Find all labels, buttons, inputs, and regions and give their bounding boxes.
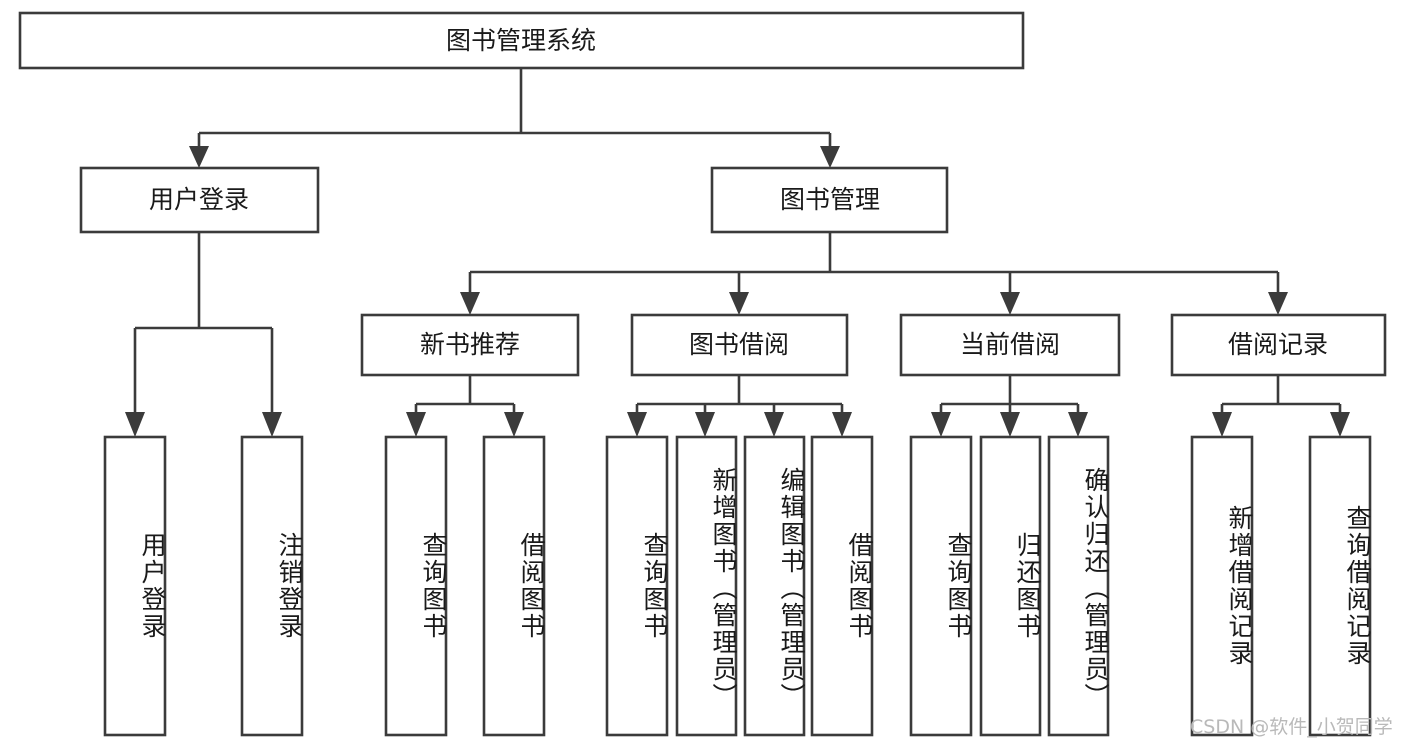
arrow-head-book-borrow-leaf-2 bbox=[764, 412, 784, 437]
node-book-borrow-label: 图书借阅 bbox=[689, 330, 789, 359]
node-new-book-recommend-box[interactable] bbox=[360, 313, 580, 377]
leaf-box-borrow-record-1[interactable] bbox=[1308, 435, 1372, 737]
leaf-box-book-borrow-1[interactable] bbox=[675, 435, 738, 737]
leaf-group-book-borrow bbox=[605, 435, 874, 737]
arrow-head-current-borrow-leaf-0 bbox=[931, 412, 951, 437]
node-borrow-record-box[interactable] bbox=[1170, 313, 1387, 377]
node-book-borrow[interactable]: 图书借阅 bbox=[630, 313, 849, 377]
leaf-box-current-borrow-2[interactable] bbox=[1047, 435, 1110, 737]
arrow-head-borrow-record bbox=[1268, 292, 1288, 315]
leaf-box-book-borrow-0[interactable] bbox=[605, 435, 669, 737]
leaf-group-current-borrow bbox=[909, 435, 1110, 737]
node-book-management-box[interactable] bbox=[710, 166, 949, 234]
arrow-head-current-borrow-leaf-1 bbox=[1000, 412, 1020, 437]
node-current-borrow-label: 当前借阅 bbox=[960, 330, 1060, 359]
connector-group-borrow-record bbox=[1212, 375, 1350, 437]
arrow-head-user-login bbox=[189, 146, 209, 168]
node-root-system-label: 图书管理系统 bbox=[446, 26, 596, 55]
node-new-book-recommend-label: 新书推荐 bbox=[420, 330, 520, 359]
leaf-group-borrow-record bbox=[1190, 435, 1372, 737]
node-user-login-label: 用户登录 bbox=[149, 185, 249, 214]
arrow-head-new-book-recommend bbox=[460, 292, 480, 315]
arrow-head-new-book-leaf-0 bbox=[406, 412, 426, 437]
arrow-head-current-borrow-leaf-2 bbox=[1068, 412, 1088, 437]
leaf-box-current-borrow-0[interactable] bbox=[909, 435, 973, 737]
node-new-book-recommend[interactable]: 新书推荐 bbox=[360, 313, 580, 377]
arrow-head-book-borrow bbox=[729, 292, 749, 315]
leaf-group-new-book-recommend bbox=[384, 435, 546, 737]
node-book-management[interactable]: 图书管理 bbox=[710, 166, 949, 234]
arrow-head-borrow-record-leaf-1 bbox=[1330, 412, 1350, 437]
leaf-box-new-book-1[interactable] bbox=[482, 435, 546, 737]
node-user-login-box[interactable] bbox=[79, 166, 320, 234]
node-root-system[interactable]: 图书管理系统 bbox=[18, 11, 1025, 70]
node-current-borrow[interactable]: 当前借阅 bbox=[899, 313, 1121, 377]
connector-group-current-borrow bbox=[931, 375, 1088, 437]
node-current-borrow-box[interactable] bbox=[899, 313, 1121, 377]
connector-group-root bbox=[189, 68, 840, 168]
leaf-box-book-borrow-3[interactable] bbox=[810, 435, 874, 737]
connector-group-new-book-recommend bbox=[406, 375, 524, 437]
leaf-box-book-borrow-2[interactable] bbox=[743, 435, 806, 737]
arrow-head-book-borrow-leaf-1 bbox=[695, 412, 715, 437]
leaf-box-borrow-record-0[interactable] bbox=[1190, 435, 1254, 737]
arrow-head-new-book-leaf-1 bbox=[504, 412, 524, 437]
leaf-box-user-login-0[interactable] bbox=[103, 435, 167, 737]
arrow-head-book-borrow-leaf-0 bbox=[627, 412, 647, 437]
connector-group-user-login bbox=[125, 232, 282, 437]
arrow-head-book-borrow-leaf-3 bbox=[832, 412, 852, 437]
node-user-login[interactable]: 用户登录 bbox=[79, 166, 320, 234]
arrow-head-current-borrow bbox=[1000, 292, 1020, 315]
arrow-head-borrow-record-leaf-0 bbox=[1212, 412, 1232, 437]
arrow-head-user-login-leaf-0 bbox=[125, 412, 145, 437]
node-root-system-box[interactable] bbox=[18, 11, 1025, 70]
watermark-text: CSDN @软件_小贺同学 bbox=[1190, 716, 1393, 738]
node-book-management-label: 图书管理 bbox=[780, 185, 880, 214]
node-borrow-record[interactable]: 借阅记录 bbox=[1170, 313, 1387, 377]
node-book-borrow-box[interactable] bbox=[630, 313, 849, 377]
leaf-group-user-login bbox=[103, 435, 304, 737]
node-borrow-record-label: 借阅记录 bbox=[1228, 330, 1328, 359]
leaf-box-new-book-0[interactable] bbox=[384, 435, 448, 737]
connector-group-book-mgmt bbox=[460, 232, 1288, 315]
arrow-head-user-login-leaf-1 bbox=[262, 412, 282, 437]
arrow-head-book-mgmt bbox=[820, 146, 840, 168]
connector-group-book-borrow bbox=[627, 375, 852, 437]
leaf-box-current-borrow-1[interactable] bbox=[979, 435, 1042, 737]
leaf-box-user-login-1[interactable] bbox=[240, 435, 304, 737]
